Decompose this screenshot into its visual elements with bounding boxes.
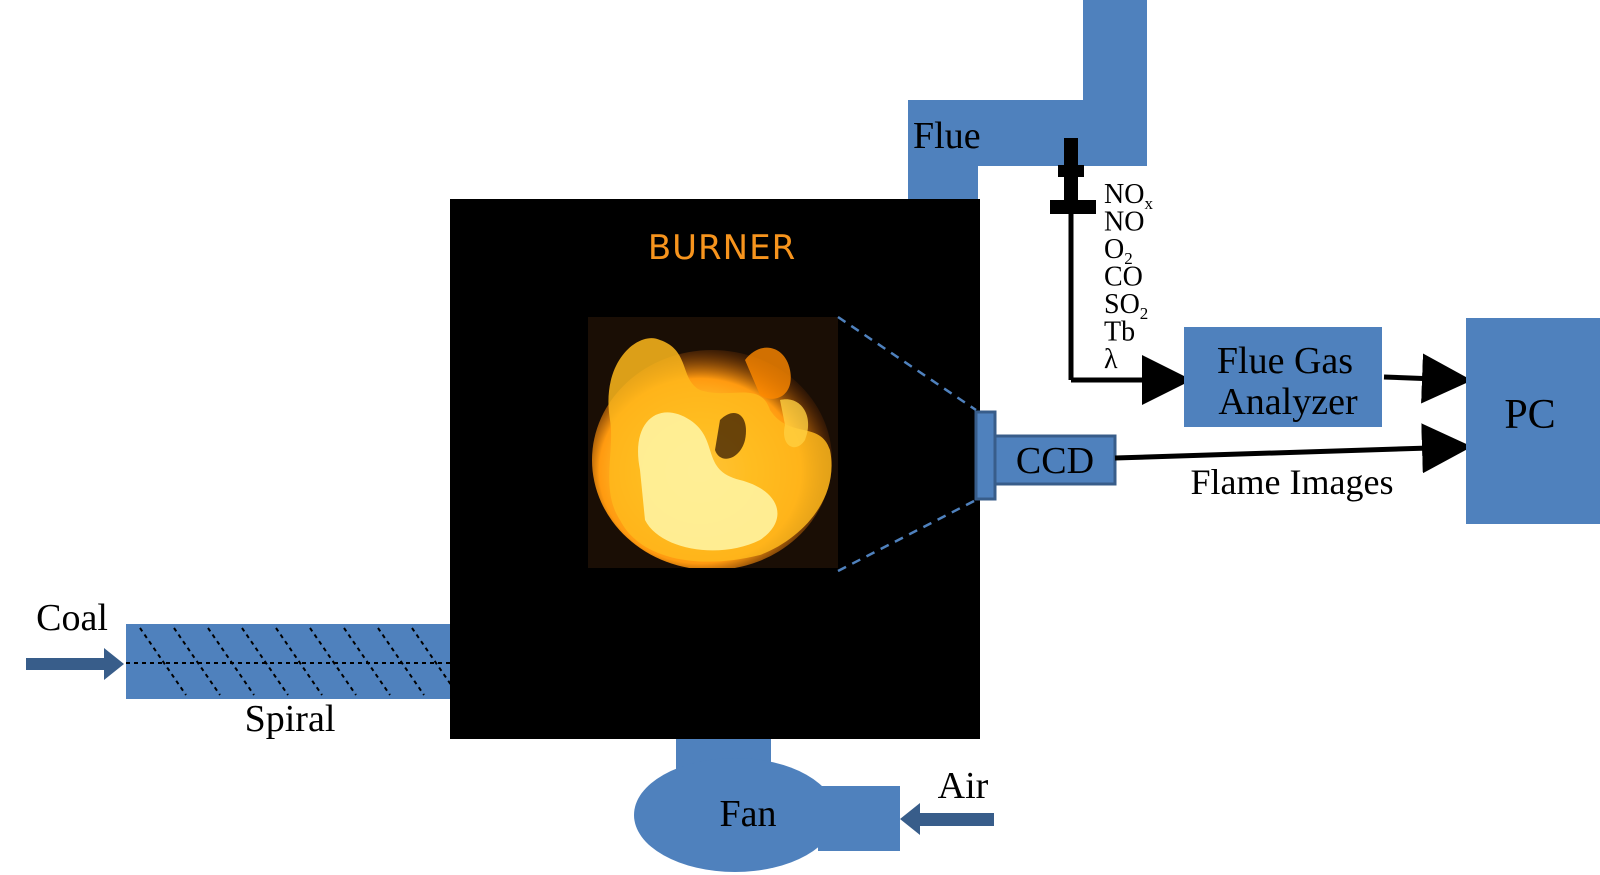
air-label: Air bbox=[938, 765, 989, 807]
gas-item: NO bbox=[1104, 207, 1144, 238]
spiral-hatch-line bbox=[309, 627, 357, 696]
gas-name: Tb bbox=[1104, 317, 1135, 348]
flue-duct bbox=[908, 0, 1147, 199]
spiral-hatch-line bbox=[207, 627, 255, 696]
camera-view-line-top bbox=[837, 315, 977, 412]
analyzer-to-pc-arrow bbox=[1383, 353, 1472, 404]
flame-images-label: Flame Images bbox=[1191, 462, 1394, 502]
spiral-hatch-line bbox=[377, 627, 425, 696]
flue-gas-analyzer bbox=[1184, 327, 1382, 427]
gas-name: NO bbox=[1104, 207, 1144, 238]
gas-subscript: 2 bbox=[1140, 304, 1149, 323]
pc-label: PC bbox=[1504, 392, 1555, 438]
gas-name: NO bbox=[1104, 179, 1144, 210]
fan-unit bbox=[634, 739, 900, 872]
gas-item: O2 bbox=[1104, 234, 1133, 268]
gas-item: Tb bbox=[1104, 317, 1135, 348]
gas-name: SO bbox=[1104, 289, 1140, 320]
analyzer-label-line2: Analyzer bbox=[1218, 381, 1358, 423]
spiral-hatch-line bbox=[411, 627, 459, 696]
fan-label: Fan bbox=[720, 793, 777, 835]
gas-name: CO bbox=[1104, 262, 1143, 293]
gas-subscript: x bbox=[1144, 194, 1153, 213]
air-inlet-arrow bbox=[900, 803, 994, 835]
burner-title: BURNER bbox=[648, 228, 796, 268]
pc-box bbox=[1466, 318, 1600, 524]
ccd-to-pc-arrow bbox=[1114, 423, 1472, 474]
ccd-label: CCD bbox=[1016, 440, 1094, 482]
spiral-hatch bbox=[139, 627, 459, 696]
gas-item: CO bbox=[1104, 262, 1143, 293]
gas-item: λ bbox=[1104, 344, 1118, 375]
coal-label: Coal bbox=[36, 597, 108, 639]
gas-item: SO2 bbox=[1104, 289, 1148, 323]
ccd-camera bbox=[974, 410, 1117, 501]
gas-probe-icon bbox=[1050, 138, 1096, 380]
coal-inlet-arrow bbox=[26, 648, 124, 680]
gas-subscript: 2 bbox=[1124, 249, 1133, 268]
spiral-hatch-line bbox=[343, 627, 391, 696]
spiral-hatch-line bbox=[241, 627, 289, 696]
flue-label: Flue bbox=[913, 115, 981, 157]
spiral-label: Spiral bbox=[245, 698, 336, 740]
spiral-hatch-line bbox=[139, 627, 187, 696]
camera-view-line-bottom bbox=[837, 498, 977, 573]
spiral-hatch-line bbox=[275, 627, 323, 696]
analyzer-label-line1: Flue Gas bbox=[1217, 340, 1353, 382]
gas-item: NOx bbox=[1104, 179, 1153, 213]
flame-image bbox=[588, 317, 838, 568]
gas-name: O bbox=[1104, 234, 1124, 265]
spiral-hatch-line bbox=[173, 627, 221, 696]
gas-name: λ bbox=[1104, 344, 1118, 375]
